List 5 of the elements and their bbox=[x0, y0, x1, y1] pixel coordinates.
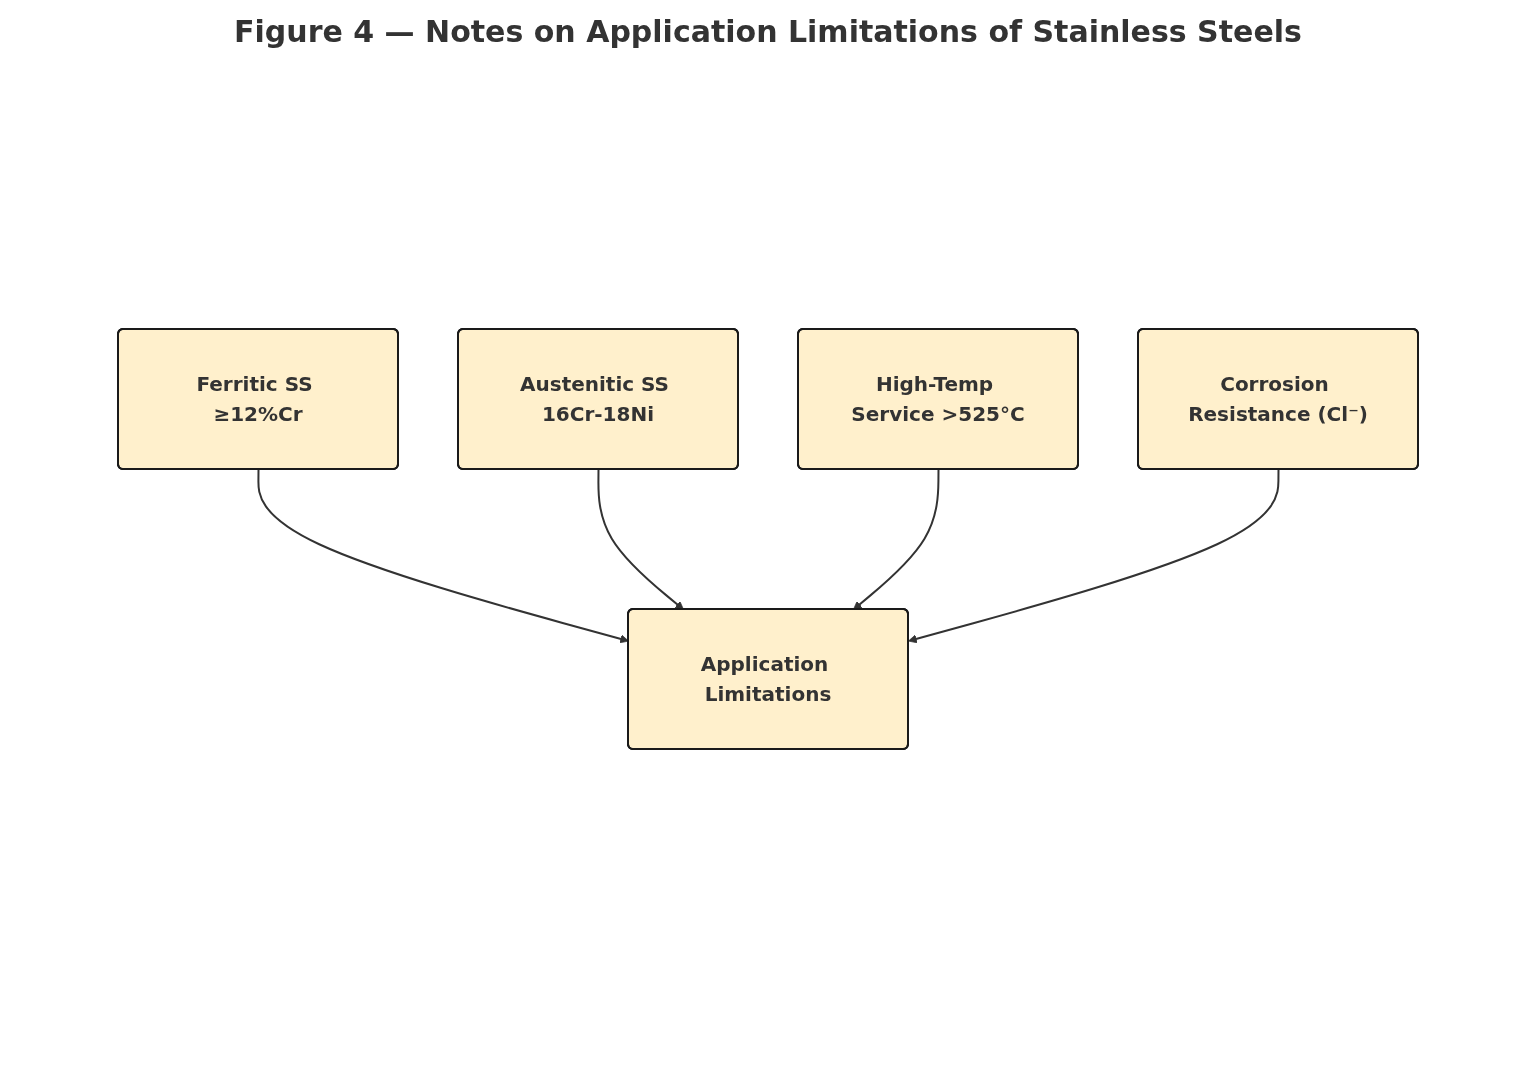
arrow bbox=[597, 468, 684, 610]
arrow bbox=[908, 468, 1280, 644]
arrow bbox=[853, 468, 940, 610]
diagram-title: Figure 4 — Notes on Application Limitations of Stainless Steels bbox=[233, 14, 1303, 49]
arrow bbox=[257, 468, 629, 644]
